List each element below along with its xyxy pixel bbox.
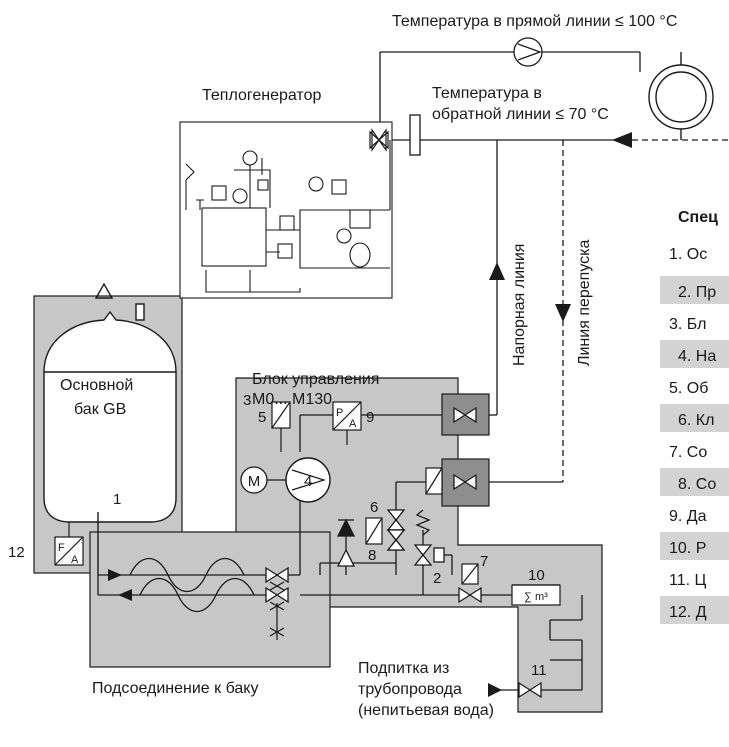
return-arrow-icon bbox=[612, 132, 632, 148]
svg-text:A: A bbox=[349, 418, 357, 430]
number-4: 4 bbox=[304, 473, 312, 490]
legend-item-11: 11. Ц bbox=[669, 572, 707, 589]
tank-body bbox=[43, 310, 177, 523]
svg-text:M: M bbox=[248, 473, 261, 490]
legend-item-3: 3. Бл bbox=[669, 316, 706, 333]
return-temp-label-2: обратной линии ≤ 70 °C bbox=[432, 106, 609, 123]
bypass-line-label: Линия перепуска bbox=[576, 239, 593, 366]
makeup-label-1: Подпитка из bbox=[358, 660, 449, 677]
coils bbox=[129, 558, 255, 612]
vent-triangle-icon bbox=[94, 282, 114, 299]
valve-8 bbox=[386, 529, 406, 551]
legend-item-12: 12. Д bbox=[669, 604, 707, 621]
legend-item-2: 2. Пр bbox=[678, 284, 716, 301]
heat-generator-label: Теплогенератор bbox=[202, 87, 321, 104]
return-temp-label-1: Температура в bbox=[432, 85, 542, 102]
legend-item-5: 5. Об bbox=[669, 380, 708, 397]
legend-item-10: 10. Р bbox=[669, 540, 706, 557]
main-tank-label-1: Основной bbox=[60, 377, 133, 394]
legend-item-8: 8. Со bbox=[678, 476, 716, 493]
number-10: 10 bbox=[528, 567, 545, 584]
component-5 bbox=[271, 401, 291, 452]
legend-item-4: 4. На bbox=[678, 348, 716, 365]
connector-plate bbox=[409, 114, 421, 156]
number-7: 7 bbox=[480, 553, 488, 570]
number-12: 12 bbox=[8, 544, 25, 561]
drain-crosses bbox=[269, 581, 285, 640]
number-11: 11 bbox=[531, 662, 547, 679]
svg-text:A: A bbox=[71, 554, 79, 566]
control-unit-label-2: M0... M130 bbox=[252, 391, 332, 408]
bypass-arrow-icon bbox=[555, 304, 571, 322]
number-3: 3 bbox=[243, 392, 251, 409]
svg-text:F: F bbox=[58, 542, 65, 554]
legend-item-6: 6. Кл bbox=[678, 412, 714, 429]
valve-box-bottom bbox=[441, 458, 490, 507]
component-6-sensor bbox=[425, 467, 443, 495]
tank-connection-box bbox=[89, 531, 331, 668]
legend-item-1: 1. Ос bbox=[669, 246, 707, 263]
component-7-sensor bbox=[461, 563, 479, 585]
legend-item-9: 9. Да bbox=[669, 508, 707, 525]
number-6: 6 bbox=[370, 499, 378, 516]
main-tank bbox=[43, 282, 177, 575]
sensor-9: P A bbox=[332, 401, 362, 445]
circulation-pump-icon bbox=[513, 37, 543, 67]
svg-text:P: P bbox=[336, 407, 343, 419]
safety-valve-2 bbox=[413, 509, 453, 575]
legend-item-7: 7. Со bbox=[669, 444, 707, 461]
control-unit-label-1: Блок управления bbox=[252, 371, 379, 388]
main-tank-label-2: бак GB bbox=[74, 401, 126, 418]
number-8: 8 bbox=[368, 547, 376, 564]
makeup-arrow-icon bbox=[488, 683, 502, 697]
makeup-label-2: трубопровода bbox=[358, 681, 462, 698]
svg-text:∑ m³: ∑ m³ bbox=[524, 591, 548, 603]
check-valve bbox=[336, 518, 356, 567]
number-1: 1 bbox=[113, 491, 121, 508]
water-meter-10: ∑ m³ bbox=[511, 584, 561, 606]
heat-generator bbox=[179, 121, 393, 299]
consumer-coil bbox=[648, 52, 714, 140]
component-8-sensor bbox=[365, 517, 383, 545]
tank-connection-label: Подсоединение к баку bbox=[92, 680, 258, 697]
motor-icon: M bbox=[240, 466, 286, 494]
legend-title: Спец bbox=[678, 209, 718, 226]
supply-temp-label: Температура в прямой линии ≤ 100 °C bbox=[392, 13, 677, 30]
number-9: 9 bbox=[366, 409, 374, 426]
legend: Спец 1. Ос 2. Пр 3. Бл 4. На 5. Об 6. Кл… bbox=[660, 209, 729, 624]
mixer-valve bbox=[369, 128, 389, 152]
flow-arrow-out-icon bbox=[118, 589, 132, 601]
pressure-line-label: Напорная линия bbox=[511, 244, 528, 366]
pipes bbox=[97, 51, 729, 691]
number-5: 5 bbox=[258, 409, 266, 426]
makeup-label-3: (непитьевая вода) bbox=[358, 702, 494, 719]
pressure-arrow-icon bbox=[489, 262, 505, 280]
number-2: 2 bbox=[433, 570, 441, 587]
sensor-12: F A bbox=[54, 522, 84, 566]
flow-arrow-in-icon bbox=[108, 569, 122, 581]
